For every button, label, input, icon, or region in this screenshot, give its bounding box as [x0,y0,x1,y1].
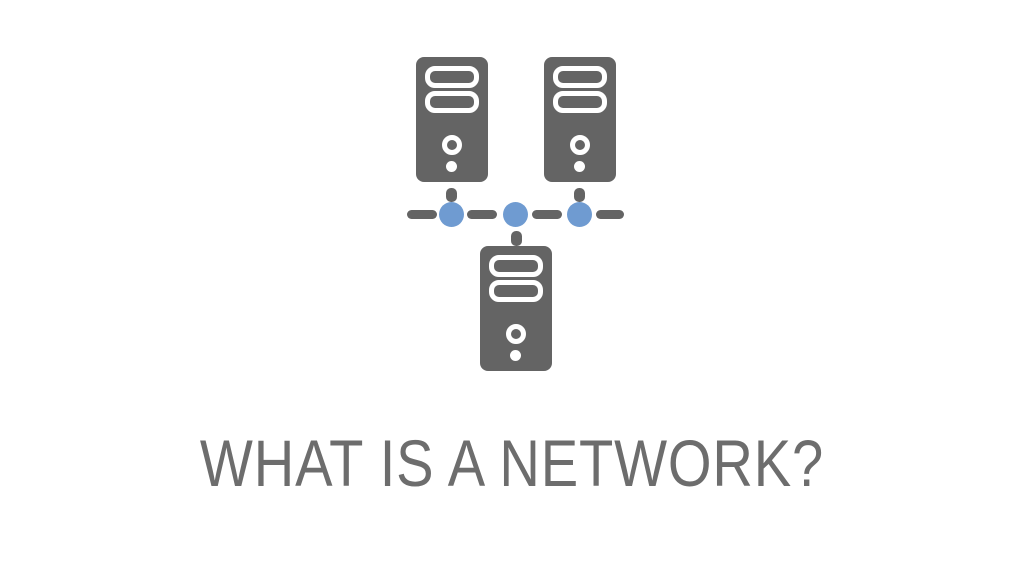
drive-bay-icon [553,91,607,113]
power-button-icon [442,135,462,155]
network-line-dash [467,210,497,219]
slide-title: WHAT IS A NETWORK? [199,426,825,500]
drive-bay-icon [489,255,543,277]
network-node-icon [439,202,464,227]
network-node-icon [503,202,528,227]
network-line-dash [407,210,437,219]
power-button-icon [570,135,590,155]
led-dot-icon [574,161,585,172]
network-line-dash [596,210,624,219]
power-button-icon [506,324,526,344]
server-tower-icon-bottom [480,246,552,371]
drive-bay-icon [553,66,607,88]
network-line-dash [532,210,562,219]
drive-bay-icon [425,66,479,88]
network-node-icon [567,202,592,227]
connector-stub-right [574,188,585,202]
server-tower-icon-left [416,57,488,182]
drive-bay-icon [489,280,543,302]
connector-stub-middle [511,231,522,246]
led-dot-icon [446,161,457,172]
led-dot-icon [510,350,521,361]
server-tower-icon-right [544,57,616,182]
connector-stub-left [446,188,457,202]
drive-bay-icon [425,91,479,113]
